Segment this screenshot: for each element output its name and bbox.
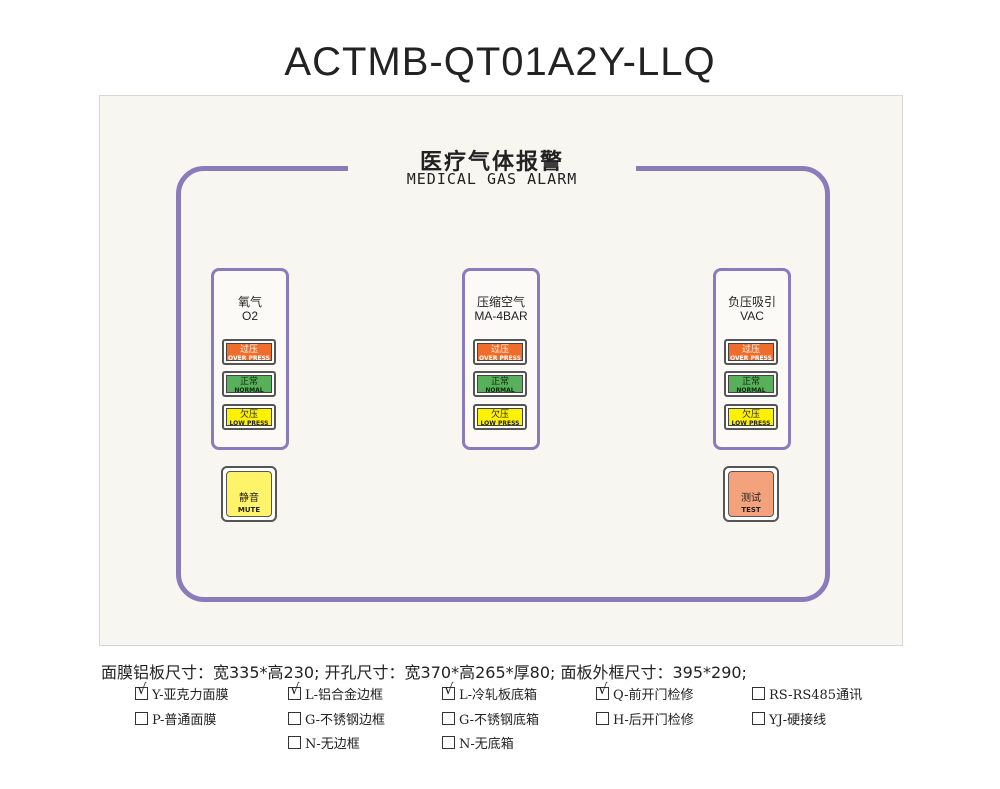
mute-button-label-en: MUTE: [237, 506, 261, 514]
module-compressed-air: 压缩空气 MA-4BAR 过压 OVER PRESS 正常 NORMAL 欠压 …: [462, 268, 540, 450]
option-item: G-不锈钢边框: [288, 709, 385, 728]
indicator-label-en: OVER PRESS: [730, 355, 772, 362]
module-sub: MA-4BAR: [474, 309, 528, 323]
indicator-label-en: LOW PRESS: [229, 420, 269, 427]
indicator-label-en: LOW PRESS: [731, 420, 771, 427]
option-label: H-后开门检修: [613, 713, 694, 728]
indicator-label: 欠压: [239, 410, 258, 420]
normal-indicator: 正常 NORMAL: [724, 371, 778, 397]
option-item: √ L-冷轧板底箱: [442, 680, 538, 703]
checkbox-icon[interactable]: [288, 736, 301, 749]
module-name: 压缩空气: [476, 295, 525, 309]
over-press-indicator: 过压 OVER PRESS: [473, 339, 527, 365]
indicator-label: 正常: [741, 377, 760, 387]
option-label: RS-RS485通讯: [769, 688, 863, 703]
panel-title-en: MEDICAL GAS ALARM: [406, 170, 578, 188]
test-button-label: 测试: [741, 493, 761, 504]
option-label: P-普通面膜: [152, 713, 217, 728]
test-button-label-en: TEST: [741, 506, 761, 514]
option-item: YJ-硬接线: [752, 709, 826, 728]
over-press-indicator: 过压 OVER PRESS: [222, 339, 276, 365]
option-label: Q-前开门检修: [613, 688, 694, 703]
over-press-indicator: 过压 OVER PRESS: [724, 339, 778, 365]
option-item: RS-RS485通讯: [752, 684, 862, 703]
alarm-panel: 医疗气体报警 MEDICAL GAS ALARM 氧气 O2 过压 OVER P…: [99, 95, 903, 646]
option-item: G-不锈钢底箱: [442, 709, 539, 728]
indicator-label: 过压: [490, 345, 509, 355]
indicator-label-en: LOW PRESS: [480, 420, 520, 427]
checkbox-icon[interactable]: [596, 712, 609, 725]
option-item: P-普通面膜: [135, 709, 216, 728]
indicator-label-en: OVER PRESS: [479, 355, 521, 362]
checkbox-icon[interactable]: [288, 712, 301, 725]
option-label: L-冷轧板底箱: [459, 688, 538, 703]
normal-indicator: 正常 NORMAL: [222, 371, 276, 397]
indicator-label: 正常: [239, 377, 258, 387]
checked-checkbox-icon[interactable]: √: [288, 680, 301, 700]
option-item: √ L-铝合金边框: [288, 680, 384, 703]
indicator-label-en: NORMAL: [485, 387, 515, 394]
normal-indicator: 正常 NORMAL: [473, 371, 527, 397]
indicator-label: 过压: [239, 345, 258, 355]
indicator-label: 欠压: [741, 410, 760, 420]
test-button[interactable]: 测试 TEST: [723, 466, 779, 522]
module-name: 氧气: [237, 295, 262, 309]
page-title: ACTMB-QT01A2Y-LLQ: [284, 40, 716, 84]
option-label: G-不锈钢边框: [305, 713, 386, 728]
checkbox-icon[interactable]: [442, 712, 455, 725]
checkbox-icon[interactable]: [442, 736, 455, 749]
option-item: N-无边框: [288, 733, 360, 752]
indicator-label: 欠压: [490, 410, 509, 420]
checkbox-icon[interactable]: [752, 687, 765, 700]
mute-button[interactable]: 静音 MUTE: [221, 466, 277, 522]
module-vacuum: 负压吸引 VAC 过压 OVER PRESS 正常 NORMAL 欠压 LOW …: [713, 268, 791, 450]
option-label: N-无底箱: [459, 737, 514, 752]
indicator-label-en: NORMAL: [234, 387, 264, 394]
indicator-label: 正常: [490, 377, 509, 387]
checked-checkbox-icon[interactable]: √: [442, 680, 455, 700]
low-press-indicator: 欠压 LOW PRESS: [473, 404, 527, 430]
option-item: √ Y-亚克力面膜: [135, 680, 229, 703]
checked-checkbox-icon[interactable]: √: [596, 680, 609, 700]
checkbox-icon[interactable]: [135, 712, 148, 725]
option-label: YJ-硬接线: [769, 713, 827, 728]
option-item: √ Q-前开门检修: [596, 680, 694, 703]
spec-text: 面膜铝板尺寸：宽335*高230; 开孔尺寸：宽370*高265*厚80; 面板…: [101, 663, 747, 682]
module-name: 负压吸引: [727, 295, 776, 309]
option-label: L-铝合金边框: [305, 688, 384, 703]
checkbox-icon[interactable]: [752, 712, 765, 725]
option-item: N-无底箱: [442, 733, 514, 752]
option-label: Y-亚克力面膜: [152, 688, 229, 703]
low-press-indicator: 欠压 LOW PRESS: [222, 404, 276, 430]
mute-button-label: 静音: [239, 493, 259, 504]
option-item: H-后开门检修: [596, 709, 694, 728]
module-sub: O2: [241, 309, 258, 323]
checked-checkbox-icon[interactable]: √: [135, 680, 148, 700]
indicator-label-en: OVER PRESS: [228, 355, 270, 362]
option-label: N-无边框: [305, 737, 360, 752]
low-press-indicator: 欠压 LOW PRESS: [724, 404, 778, 430]
indicator-label: 过压: [741, 345, 760, 355]
module-oxygen: 氧气 O2 过压 OVER PRESS 正常 NORMAL 欠压 LOW PRE…: [211, 268, 289, 450]
option-label: G-不锈钢底箱: [459, 713, 540, 728]
module-sub: VAC: [740, 309, 764, 323]
indicator-label-en: NORMAL: [736, 387, 766, 394]
panel-title-cn: 医疗气体报警: [419, 150, 564, 175]
